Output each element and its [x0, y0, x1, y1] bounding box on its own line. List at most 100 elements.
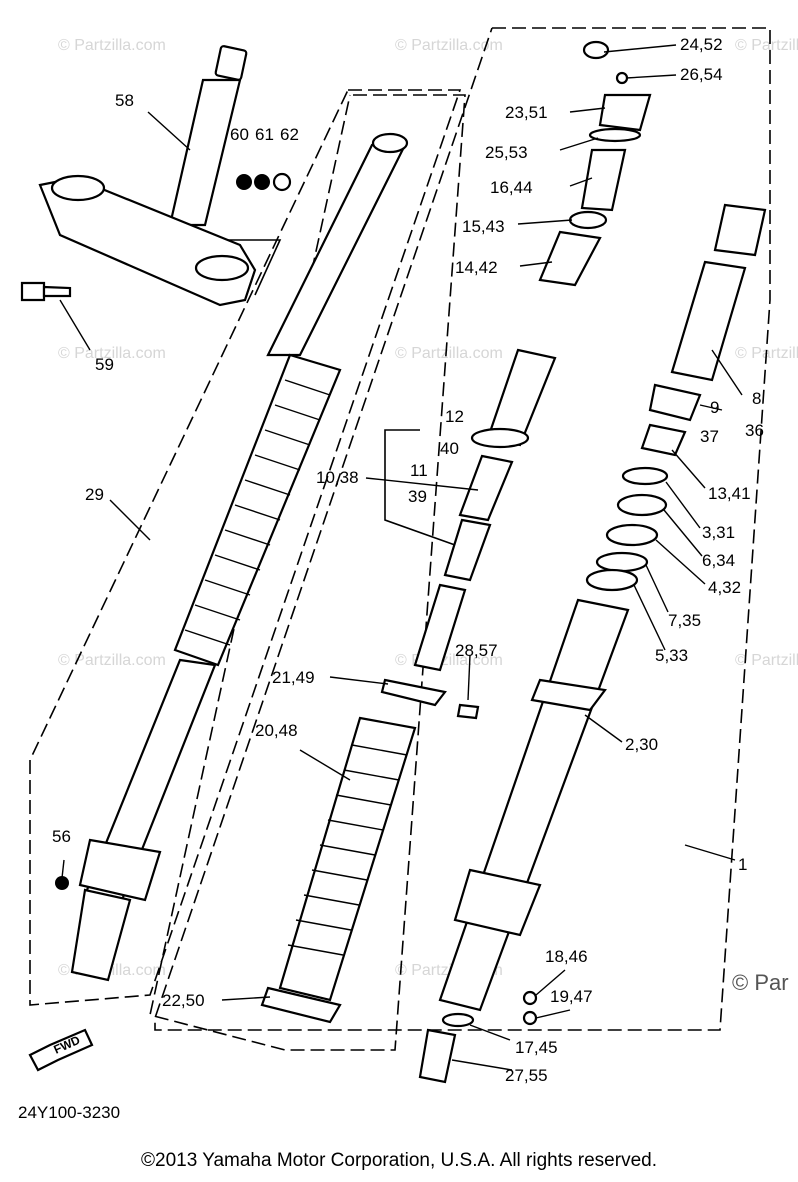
washer-60 [236, 174, 252, 190]
axle-boss [78, 838, 162, 902]
boot-ribs [184, 379, 331, 646]
assembly-boundaries [29, 27, 771, 1051]
outer-tube-boundary [29, 89, 462, 1006]
callout-label: 60 [230, 125, 249, 144]
watermark-cut: © Par [732, 970, 789, 995]
callout-label: 5,33 [655, 646, 688, 665]
steering-stem [168, 78, 242, 227]
callout-label: 12 [445, 407, 464, 426]
seal-4 [605, 523, 659, 547]
callout-label: 37 [700, 427, 719, 446]
callout-label: 27,55 [505, 1066, 548, 1085]
watermark: © Partzilla.com [735, 652, 798, 669]
callout-label: 40 [440, 439, 459, 458]
callout-label: 17,45 [515, 1038, 558, 1057]
tube-end [70, 888, 132, 982]
leader-lines [59, 44, 743, 1071]
watermark-layer: © Partzilla.com © Partzilla.com © Partzi… [58, 37, 798, 995]
watermark: © Partzilla.com [735, 37, 798, 54]
callout-label: 10,38 [316, 468, 359, 487]
callout-label: 24,52 [680, 35, 723, 54]
bracket-clamp-hole [194, 254, 250, 282]
seal-6 [616, 493, 668, 517]
damper-bracket-line [384, 429, 456, 546]
gasket-17 [441, 1012, 475, 1028]
nut-62 [272, 172, 292, 192]
drain-27 [418, 1028, 457, 1084]
callout-label: 16,44 [490, 178, 533, 197]
callout-label: 19,47 [550, 987, 593, 1006]
seat-15 [568, 210, 608, 230]
callout-label: 39 [408, 487, 427, 506]
stem-thread [214, 45, 248, 81]
washer-61 [254, 174, 270, 190]
inner-tube-8 [670, 260, 747, 382]
inner-boot-boundary [149, 94, 466, 1051]
tube-cap [371, 132, 409, 154]
clamp-22 [260, 986, 342, 1024]
callout-label: 61 [255, 125, 274, 144]
o-ring-26 [615, 71, 629, 85]
diagram-code: 24Y100-3230 [18, 1103, 120, 1122]
callout-label: 13,41 [708, 484, 751, 503]
spacer-16 [580, 148, 627, 212]
cap-bolt-23 [598, 93, 652, 132]
axle-boss-2 [453, 868, 542, 937]
watermark: © Partzilla.com [395, 345, 503, 362]
callout-label: 8 [752, 389, 761, 408]
callout-label: 59 [95, 355, 114, 374]
callout-label: 2,30 [625, 735, 658, 754]
damper-rod [413, 583, 467, 672]
bushing-5 [585, 568, 639, 592]
callout-label: 6,34 [702, 551, 735, 570]
fork-assy-group [418, 203, 767, 1084]
bolt-shank [42, 285, 72, 298]
bolt-19 [522, 1010, 538, 1026]
spring-14 [538, 230, 602, 287]
copyright-notice: ©2013 Yamaha Motor Corporation, U.S.A. A… [141, 1150, 657, 1171]
spring-11 [458, 454, 514, 522]
fwd-arrow: FWD [28, 1028, 94, 1072]
washer-18 [522, 990, 538, 1006]
screw-28 [456, 703, 480, 720]
callout-label: 56 [52, 827, 71, 846]
watermark: © Partzilla.com [58, 37, 166, 54]
steering-bracket-group [20, 45, 292, 307]
callout-label: 29 [85, 485, 104, 504]
tube-collar [530, 678, 607, 712]
callout-label: 1 [738, 855, 747, 874]
washer-12 [470, 427, 530, 449]
dust-boot [173, 353, 342, 667]
bushing-13 [640, 423, 687, 457]
callout-label: 22,50 [162, 991, 205, 1010]
callout-label: 18,46 [545, 947, 588, 966]
fork-assy-boundary [154, 27, 771, 1031]
clamp-21 [380, 678, 447, 707]
air-valve-24 [582, 40, 610, 60]
callout-label: 3,31 [702, 523, 735, 542]
callout-label: 7,35 [668, 611, 701, 630]
callout-label: 26,54 [680, 65, 723, 84]
callout-label: 28,57 [455, 641, 498, 660]
callout-label: 4,32 [708, 578, 741, 597]
watermark: © Partzilla.com [58, 652, 166, 669]
callout-label: 23,51 [505, 103, 548, 122]
damper-group [413, 40, 652, 672]
callout-label: 36 [745, 421, 764, 440]
clip-3 [621, 466, 669, 486]
callout-label: 11 [410, 461, 428, 480]
callout-label: 58 [115, 91, 134, 110]
callout-label: 25,53 [485, 143, 528, 162]
watermark: © Partzilla.com [395, 37, 503, 54]
callout-label: 9 [710, 398, 719, 417]
boot-20-ribs [287, 744, 408, 956]
outer-tube-group [55, 132, 409, 982]
watermark: © Partzilla.com [58, 345, 166, 362]
lower-boot-group [260, 678, 480, 1024]
washer-7 [595, 551, 649, 573]
rod-10 [443, 518, 492, 582]
callout-label: 15,43 [462, 217, 505, 236]
callout-label: 62 [280, 125, 299, 144]
callout-label: 21,49 [272, 668, 315, 687]
